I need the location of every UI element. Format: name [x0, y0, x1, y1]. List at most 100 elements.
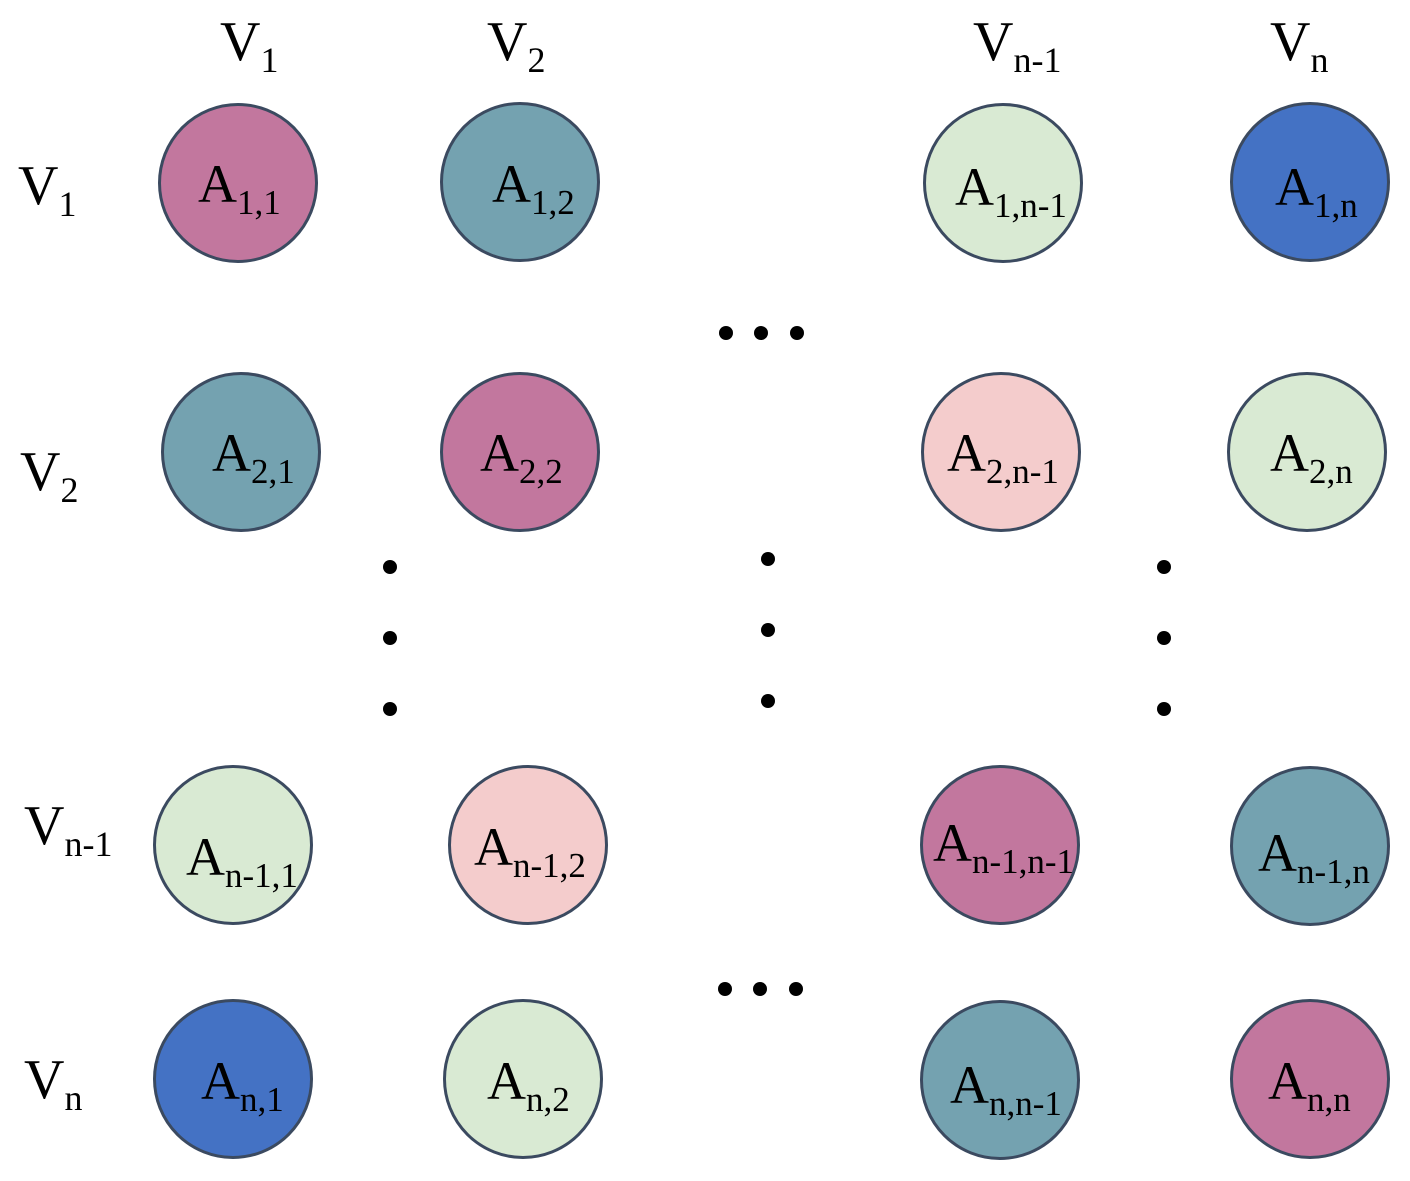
column-header-main: V: [487, 11, 528, 73]
row-header-sub: n: [64, 1078, 83, 1118]
node-a-n-1-1: [153, 765, 313, 925]
node-label-a-n-2: An,2: [487, 1051, 570, 1117]
column-header-v2: V2: [487, 11, 545, 78]
column-header-v1: V1: [220, 11, 278, 78]
node-a-n-2: [443, 999, 603, 1159]
column-header-sub: n-1: [1013, 40, 1062, 80]
column-header-sub: 2: [527, 40, 546, 80]
node-a-1-1: [158, 103, 318, 263]
node-label-a-1-2: A1,2: [492, 154, 575, 220]
node-label-a-2-n: A2,n: [1270, 423, 1353, 489]
node-label-sub: n-1,2: [513, 846, 586, 885]
node-label-sub: 1,n: [1314, 186, 1358, 225]
row-header-v2: V2: [20, 441, 78, 508]
node-label-main: A: [198, 154, 237, 214]
node-label-sub: n,2: [526, 1080, 570, 1119]
ellipsis-dot: [719, 326, 733, 340]
column-header-sub: 1: [260, 40, 279, 80]
node-label-main: A: [1270, 423, 1309, 483]
row-header-main: V: [20, 441, 61, 503]
node-label-a-1-n: A1,n: [1275, 157, 1358, 223]
vertical-ellipsis-dot: [761, 694, 775, 708]
node-label-sub: 1,1: [237, 183, 281, 222]
node-label-a-1-n-1: A1,n-1: [955, 157, 1067, 223]
node-label-a-2-2: A2,2: [480, 423, 563, 489]
ellipsis-dot: [718, 982, 732, 996]
node-label-main: A: [186, 827, 225, 887]
row-header-vn: Vn: [24, 1052, 82, 1116]
column-header-main: V: [1270, 11, 1311, 73]
node-label-sub: n-1,n-1: [972, 842, 1075, 881]
row-header-main: V: [24, 795, 65, 857]
node-label-a-n-1-n: An-1,n: [1258, 826, 1370, 889]
row-header-vn-1: Vn-1: [24, 795, 112, 862]
node-label-main: A: [950, 1055, 989, 1115]
node-a-2-2: [440, 372, 600, 532]
vertical-ellipsis-dot: [1157, 631, 1171, 645]
node-label-main: A: [492, 154, 531, 214]
node-label-main: A: [1268, 1051, 1307, 1111]
node-label-a-2-n-1: A2,n-1: [947, 423, 1059, 489]
node-label-sub: 2,2: [519, 452, 563, 491]
node-label-sub: n-1,n: [1297, 852, 1370, 891]
vertical-ellipsis-dot: [761, 623, 775, 637]
ellipsis-dot: [754, 326, 768, 340]
row-header-sub: 1: [58, 184, 77, 224]
node-a-n-n: [1230, 999, 1390, 1159]
node-a-2-n: [1227, 372, 1387, 532]
node-a-2-n-1: [921, 372, 1081, 532]
vertical-ellipsis-dot: [1157, 702, 1171, 716]
row-header-v1: V1: [18, 155, 76, 222]
node-a-n-1-n: [1230, 766, 1390, 926]
node-a-n-1-n-1: [920, 765, 1080, 925]
node-label-sub: n,1: [240, 1080, 284, 1119]
node-label-a-2-1: A2,1: [212, 423, 295, 489]
column-header-vn-1: Vn-1: [973, 11, 1061, 78]
column-header-main: V: [973, 11, 1014, 73]
node-a-2-1: [161, 372, 321, 532]
node-label-a-1-1: A1,1: [198, 154, 281, 220]
node-label-sub: n-1,1: [225, 856, 298, 895]
row-header-sub: n-1: [64, 824, 113, 864]
column-header-vn: Vn: [1270, 11, 1328, 78]
node-label-a-n-n-1: An,n-1: [950, 1055, 1062, 1121]
node-a-1-n-1: [923, 103, 1083, 263]
node-label-sub: 2,n-1: [986, 452, 1059, 491]
node-label-main: A: [487, 1051, 526, 1111]
node-label-sub: 1,n-1: [994, 186, 1067, 225]
node-label-a-n-1-2: An-1,2: [474, 817, 586, 883]
vertical-ellipsis-dot: [383, 560, 397, 574]
node-label-a-n-n: An,n: [1268, 1051, 1351, 1117]
node-label-main: A: [480, 423, 519, 483]
ellipsis-dot: [753, 982, 767, 996]
node-label-a-n-1-1: An-1,1: [186, 827, 298, 893]
node-label-sub: 2,n: [1309, 452, 1353, 491]
node-label-a-n-1: An,1: [201, 1051, 284, 1117]
node-label-main: A: [474, 817, 513, 877]
node-label-main: A: [1275, 157, 1314, 217]
column-header-sub: n: [1310, 40, 1329, 80]
ellipsis-dot: [789, 982, 803, 996]
ellipsis-dot: [790, 326, 804, 340]
vertical-ellipsis-dot: [1157, 560, 1171, 574]
column-header-main: V: [220, 11, 261, 73]
node-a-n-1: [153, 999, 313, 1159]
node-label-sub: n,n-1: [989, 1084, 1062, 1123]
node-label-a-n-1-n-1: An-1,n-1: [933, 813, 1074, 879]
node-label-main: A: [955, 157, 994, 217]
node-label-sub: 2,1: [251, 452, 295, 491]
node-label-main: A: [212, 423, 251, 483]
node-label-sub: n,n: [1307, 1080, 1351, 1119]
node-label-main: A: [947, 423, 986, 483]
node-label-sub: 1,2: [531, 183, 575, 222]
vertical-ellipsis-dot: [383, 631, 397, 645]
node-label-main: A: [201, 1051, 240, 1111]
vertical-ellipsis-dot: [383, 702, 397, 716]
node-a-1-n: [1230, 102, 1390, 262]
node-a-n-1-2: [448, 765, 608, 925]
node-label-main: A: [933, 813, 972, 873]
row-header-main: V: [18, 155, 59, 217]
row-header-sub: 2: [60, 470, 79, 510]
vertical-ellipsis-dot: [761, 552, 775, 566]
